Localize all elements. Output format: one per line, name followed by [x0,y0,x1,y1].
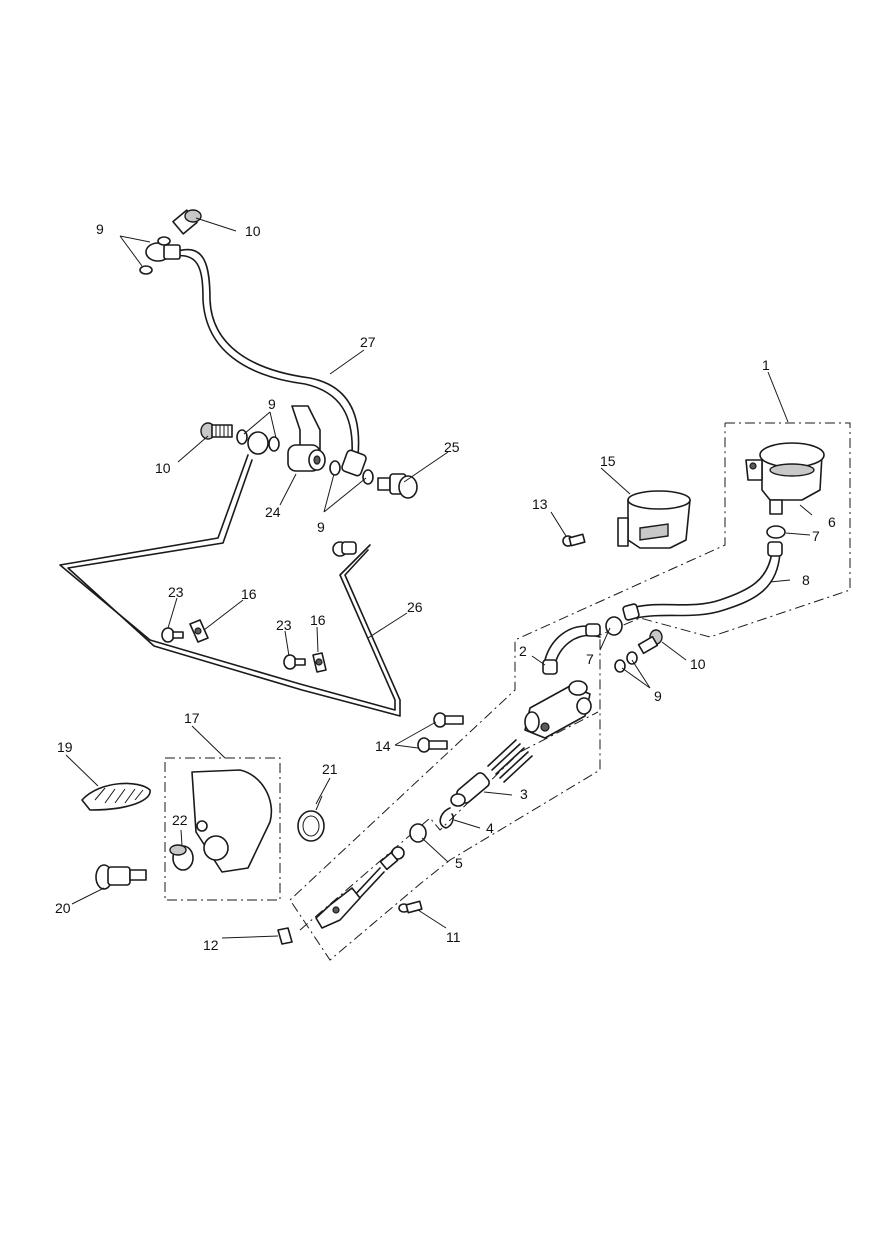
callout-9: 9 [654,688,662,704]
callout-23: 23 [168,584,184,600]
callout-2: 2 [519,643,527,659]
hose-clip-7 [605,616,623,636]
pressure-switch-25 [377,473,418,499]
pivot-bolt-20 [95,864,147,890]
callout-23: 23 [276,617,292,633]
footrest-rubber-19 [81,782,151,811]
clamp-bracket-24 [287,405,326,472]
banjo-bolt-10-right [637,629,663,655]
callout-8: 8 [802,572,810,588]
callout-20: 20 [55,900,71,916]
clip-12 [277,927,293,945]
bolt-14 [417,712,464,753]
banjo-bolt-10-top [172,209,202,235]
callout-19: 19 [57,739,73,755]
callout-10: 10 [690,656,706,672]
screw-13 [562,533,586,547]
sealing-washer-9 [139,265,153,275]
callout-27: 27 [360,334,376,350]
upper-hose-assembly [139,209,367,477]
piston-spring [487,739,533,783]
piston-3 [450,772,490,807]
callout-11: 11 [446,929,461,945]
hose-27 [171,248,360,456]
pipe-clip-16-right [312,652,327,673]
group-boundaries [164,422,851,961]
callout-10: 10 [245,223,261,239]
banjo-fitting-middle [247,431,269,455]
callout-6: 6 [828,514,836,530]
leader-lines [65,217,813,939]
brake-pedal-17 [191,769,273,873]
callout-25: 25 [444,439,460,455]
callout-17: 17 [184,710,200,726]
brake-pedal-assembly [81,769,325,890]
callout-21: 21 [322,761,338,777]
master-cylinder [277,680,592,945]
hose-clip-7 [766,525,786,539]
callout-9: 9 [268,396,276,412]
callout-14: 14 [375,738,391,754]
banjo-bolt-10-middle [200,422,233,440]
callout-1: 1 [762,357,770,373]
callout-24: 24 [265,504,281,520]
callout-12: 12 [203,937,219,953]
screw-23-left [161,627,184,643]
reservoir-cover-15 [617,490,691,549]
callout-26: 26 [407,599,423,615]
callout-9: 9 [317,519,325,535]
callout-16: 16 [241,586,257,602]
hose-8 [631,551,773,609]
callout-7: 7 [812,528,820,544]
callout-10: 10 [155,460,171,476]
middle-fittings [200,405,418,499]
bush-22 [169,844,194,871]
sealing-washer-9 [614,659,626,673]
sealing-washer-9 [626,651,638,665]
pipe-26 [59,454,396,711]
return-spring-21 [297,795,325,842]
brake-pipe-26 [59,454,401,717]
push-rod-assembly-5 [315,823,427,929]
sealing-washer-9 [362,469,374,485]
callout-9: 9 [96,221,104,237]
reservoir-assembly [542,442,825,675]
callout-labels: 1 2 3 4 5 6 7 7 8 9 9 9 9 10 10 10 11 12… [55,221,836,953]
callout-3: 3 [520,786,528,802]
circlip-4 [439,807,454,829]
callout-13: 13 [532,496,548,512]
callout-7: 7 [586,651,594,667]
bolt-11 [398,900,423,914]
reservoir-6 [745,442,825,515]
sealing-washer-9 [157,236,171,246]
pipe-clip-16-left [189,619,209,643]
screw-23-right [283,654,306,670]
callout-22: 22 [172,812,188,828]
callout-15: 15 [600,453,616,469]
callout-5: 5 [455,855,463,871]
sealing-washer-9 [329,460,341,476]
callout-4: 4 [486,820,494,836]
sealing-washer-9 [268,436,280,452]
callout-16: 16 [310,612,326,628]
reservoir-group-boundary [289,422,851,961]
piston-kit-boundary [299,711,599,931]
